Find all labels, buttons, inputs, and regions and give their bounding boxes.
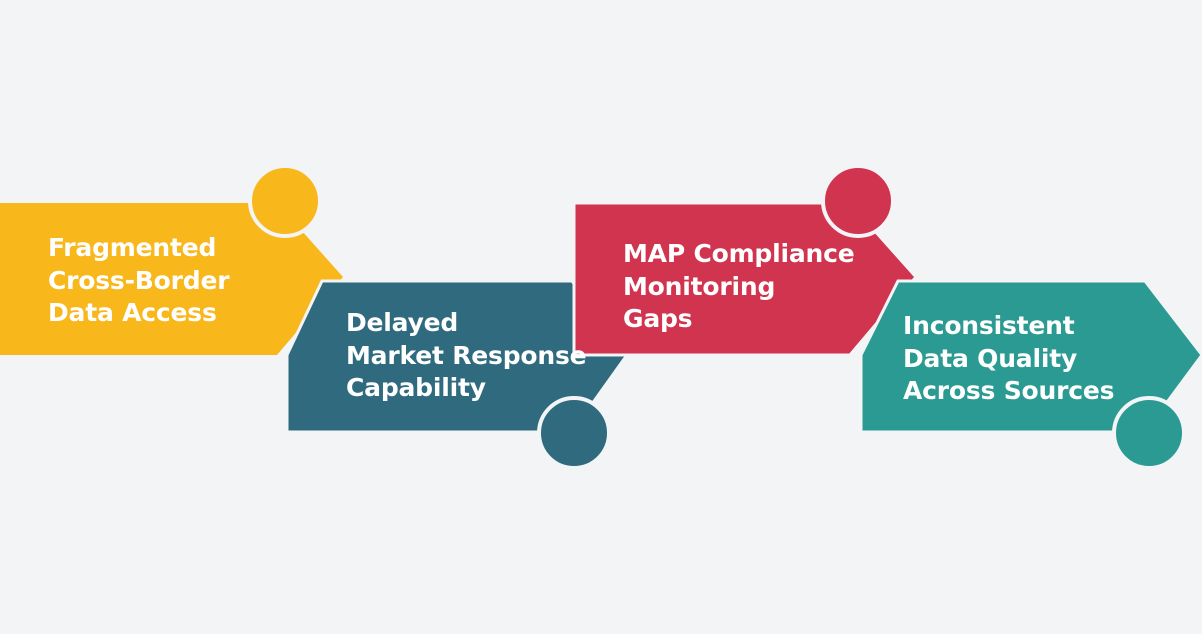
step-3-line-2: Monitoring [623, 271, 776, 301]
step-1-line-1: Fragmented [48, 233, 217, 262]
step-4-arrow-shape [859, 279, 1202, 434]
step-4-line-2: Data Quality [903, 343, 1078, 373]
step-3-label: MAP Compliance Monitoring Gaps [623, 238, 855, 336]
step-3-line-1: MAP Compliance [623, 239, 855, 268]
step-1-line-3: Data Access [48, 298, 217, 327]
step-2-circle [537, 396, 611, 470]
step-1-line-2: Cross-Border [48, 265, 230, 295]
step-4-label: Inconsistent Data Quality Across Sources [903, 310, 1115, 408]
step-4-circle [1112, 396, 1186, 470]
step-2-line-1: Delayed [346, 308, 459, 337]
step-3-line-3: Gaps [623, 304, 693, 333]
step-4-line-1: Inconsistent [903, 311, 1075, 340]
step-2-label: Delayed Market Response Capability [346, 307, 587, 405]
step-2-line-2: Market Response [346, 340, 587, 370]
step-4-line-3: Across Sources [903, 376, 1115, 405]
step-1-arrow-shape [0, 203, 343, 355]
step-2-line-3: Capability [346, 373, 486, 402]
step-1-label: Fragmented Cross-Border Data Access [48, 232, 230, 330]
step-3-circle [821, 164, 895, 238]
step-1-circle [248, 164, 322, 238]
